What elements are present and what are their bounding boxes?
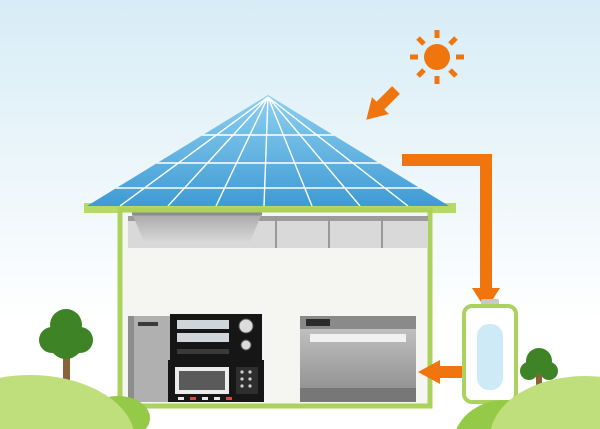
audio-knob-small: [240, 339, 252, 351]
upper-windows: [128, 212, 428, 248]
dishwasher-slot: [310, 334, 406, 342]
house: [117, 207, 433, 409]
bush-right: [491, 376, 600, 429]
sun-icon: [410, 30, 464, 84]
solar-panel-surface: [87, 95, 449, 206]
audio-knob: [238, 318, 254, 334]
right-tree-foliage: [520, 348, 558, 380]
cabinet-edge: [128, 316, 134, 402]
appliance-left: [128, 314, 264, 402]
cabinet: [128, 316, 170, 402]
battery-charge-level: [477, 324, 503, 390]
microwave-window-glass: [179, 371, 225, 390]
audio-display-1: [177, 320, 229, 329]
arrow-elbow-shaft: [402, 154, 492, 290]
cabinet-handle: [138, 322, 158, 326]
audio-button-row: [177, 349, 229, 354]
left-tree: [39, 309, 93, 398]
dishwasher-base: [300, 388, 416, 402]
arrow-battery-to-house: [418, 360, 462, 384]
dishwasher-handle: [306, 319, 330, 326]
audio-display-2: [177, 333, 229, 342]
left-tree-trunk: [63, 350, 70, 398]
microwave-base-indicators: [178, 397, 232, 400]
bush-left: [0, 375, 134, 429]
vent-hood: [132, 213, 262, 242]
window-shadow: [128, 216, 428, 221]
microwave-keypad: [236, 367, 258, 394]
battery: [462, 299, 518, 404]
solar-roof: [87, 95, 449, 206]
microwave-keys: [240, 370, 252, 388]
bushes: [0, 375, 600, 429]
sun-rays: [410, 30, 464, 84]
appliance-right: [300, 316, 416, 402]
dishwasher-body: [300, 316, 416, 402]
sun-disc: [424, 44, 450, 70]
arrow-sun-to-roof: [366, 86, 400, 120]
left-tree-foliage: [39, 309, 93, 359]
window-dividers: [275, 216, 383, 248]
